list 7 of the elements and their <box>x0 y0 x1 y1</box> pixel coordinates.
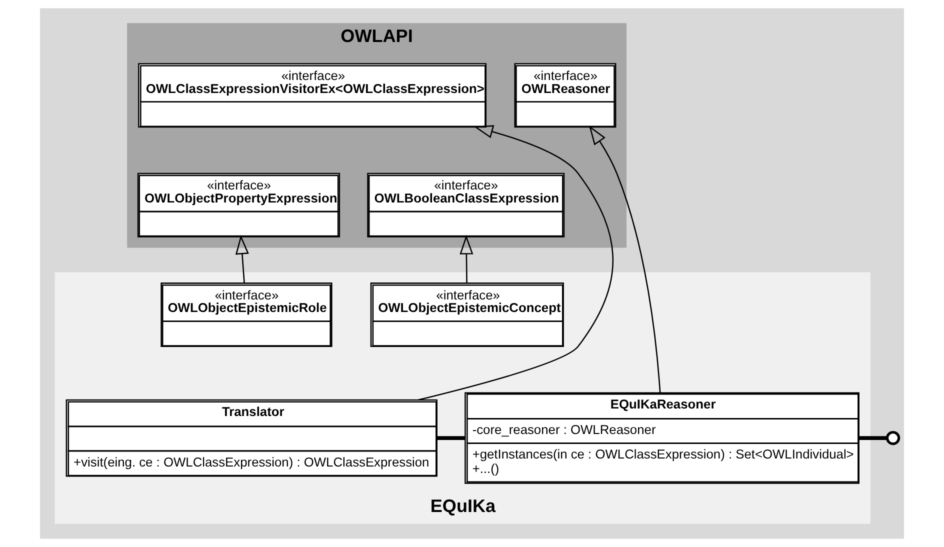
connector <box>437 436 465 440</box>
arrow <box>235 234 249 284</box>
arrow <box>418 125 614 401</box>
arrow <box>460 234 474 284</box>
arrow <box>588 126 661 393</box>
connector <box>859 436 888 440</box>
node-circle <box>886 430 900 446</box>
